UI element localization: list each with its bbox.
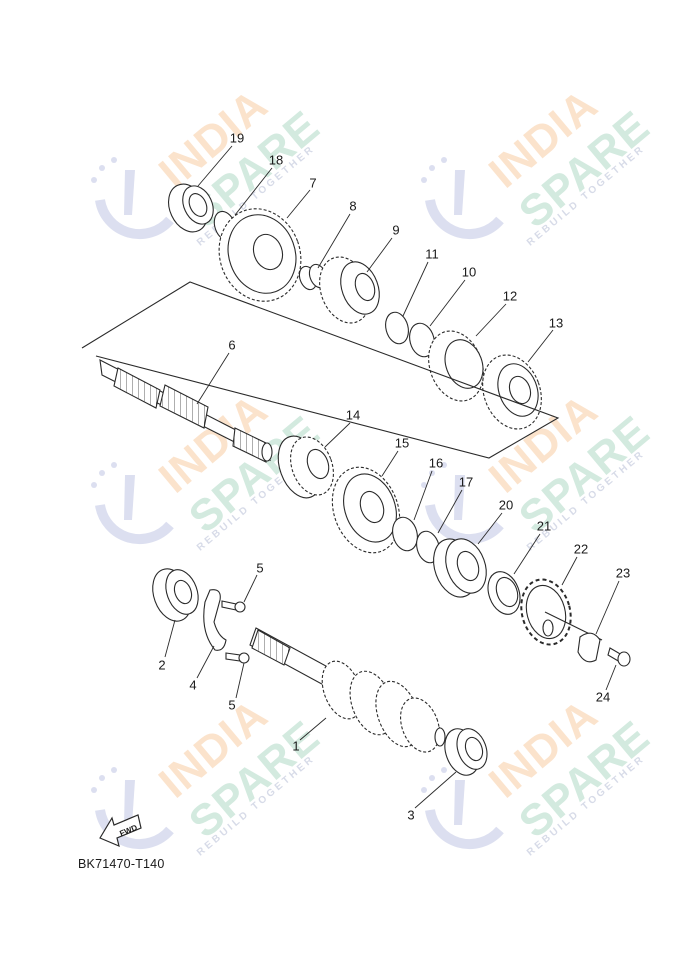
watermark-wrench-icon xyxy=(421,767,504,850)
circlip-11-icon xyxy=(385,311,409,345)
callout-4: 4 xyxy=(189,677,197,693)
callout-20: 20 xyxy=(498,497,514,513)
callout-22: 22 xyxy=(573,541,589,557)
drive-axle-6-icon xyxy=(99,359,273,463)
callout-19: 19 xyxy=(229,130,245,146)
callout-16: 16 xyxy=(428,455,444,471)
callout-24: 24 xyxy=(595,689,611,705)
gear-9-icon xyxy=(319,256,380,324)
watermark-wrench-icon xyxy=(91,157,174,240)
sprocket-22-icon xyxy=(520,578,603,646)
callout-15: 15 xyxy=(394,435,410,451)
gear-13-icon xyxy=(482,354,542,430)
assembly-bracket-line xyxy=(81,281,560,459)
main-axle-1-icon xyxy=(249,627,446,753)
callout-7: 7 xyxy=(309,175,317,191)
watermark-wrench-icon xyxy=(421,157,504,240)
leader-lines xyxy=(164,145,620,809)
callout-12: 12 xyxy=(502,288,518,304)
fwd-arrow-icon xyxy=(99,814,142,848)
gear-12-icon xyxy=(428,330,484,402)
callout-21: 21 xyxy=(536,518,552,534)
lock-washer-23-icon xyxy=(577,632,601,663)
diagram-code: BK71470-T140 xyxy=(78,857,165,871)
screw-5b-icon xyxy=(225,652,250,664)
oil-seal-21-icon xyxy=(487,571,521,615)
callout-3: 3 xyxy=(407,807,415,823)
callout-5b: 5 xyxy=(228,697,236,713)
gear-15-icon xyxy=(331,466,401,554)
washer-16-icon xyxy=(392,516,418,552)
callout-8: 8 xyxy=(349,198,357,214)
callout-9: 9 xyxy=(392,222,400,238)
washer-10-icon xyxy=(409,322,435,358)
watermark-wrench-icon xyxy=(91,767,174,850)
watermark-wrench-icon xyxy=(421,462,504,545)
gear-14-icon xyxy=(277,435,334,499)
callout-23: 23 xyxy=(615,565,631,581)
bearing-20-icon xyxy=(433,538,487,598)
callout-11: 11 xyxy=(425,246,439,262)
callout-2: 2 xyxy=(158,657,166,673)
callout-17: 17 xyxy=(458,474,474,490)
watermark-wrench-icon xyxy=(91,462,174,545)
callout-14: 14 xyxy=(345,407,361,423)
gear-7-icon xyxy=(218,208,302,302)
retainer-plate-4-icon xyxy=(203,589,227,651)
callout-13: 13 xyxy=(548,315,564,331)
callout-1: 1 xyxy=(292,738,300,754)
bearing-19-icon xyxy=(168,183,214,233)
bolt-24-icon xyxy=(607,647,631,667)
screw-5-icon xyxy=(221,600,246,613)
callout-5: 5 xyxy=(256,560,264,576)
bearing-2-icon xyxy=(152,568,199,622)
callout-6: 6 xyxy=(228,337,236,353)
callout-18: 18 xyxy=(268,152,284,168)
callout-10: 10 xyxy=(461,264,477,280)
bearing-3-icon xyxy=(444,728,488,776)
